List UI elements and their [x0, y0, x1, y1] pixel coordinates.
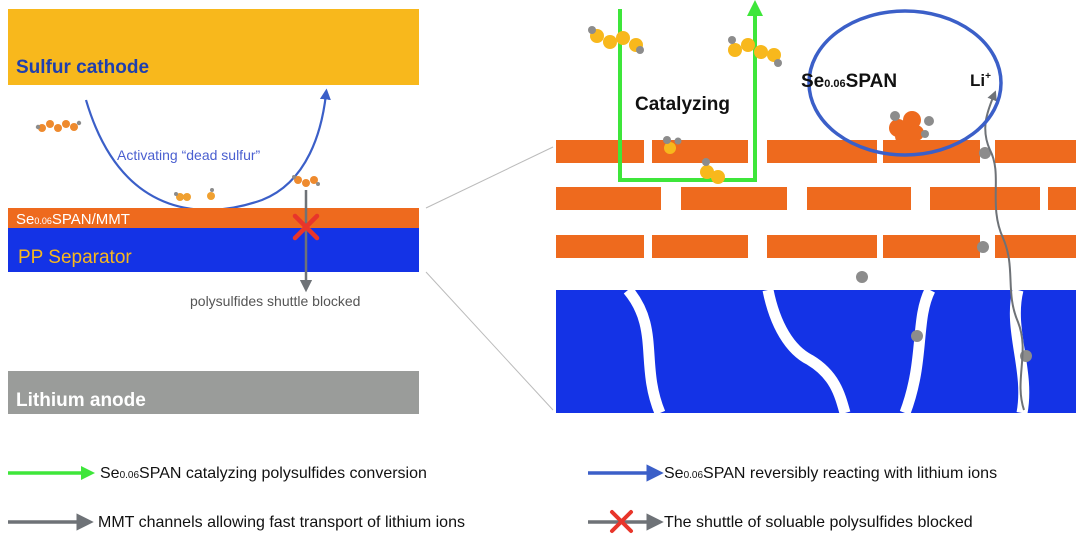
activating-label: Activating “dead sulfur” — [117, 147, 261, 163]
legend-gray: MMT channels allowing fast transport of … — [8, 513, 465, 531]
polysulfide-chain-right-a — [588, 26, 644, 54]
red-x-icon — [292, 213, 320, 241]
cathode-label: Sulfur cathode — [16, 57, 149, 78]
svg-text:Se0.06SPAN catalyzing polysulf: Se0.06SPAN catalyzing polysulfides conve… — [100, 465, 427, 482]
polysulfide-small-b — [207, 188, 215, 200]
li-transport-path — [984, 90, 1025, 411]
catalyzing-label: Catalyzing — [635, 94, 730, 115]
blue-reaction-cycle — [807, 9, 1003, 157]
se-span-cluster — [889, 111, 934, 146]
polysulfide-at-surface-a — [663, 136, 682, 154]
svg-text:The shuttle of soluable polysu: The shuttle of soluable polysulfides blo… — [664, 514, 973, 531]
span-label: Se0.06SPAN — [801, 71, 897, 92]
zoom-line-bottom — [425, 271, 554, 411]
separator-block-zoom — [556, 286, 1076, 416]
pp-separator-layer — [8, 228, 419, 272]
svg-text:Se0.06SPAN reversibly reacting: Se0.06SPAN reversibly reacting with lith… — [664, 465, 997, 482]
activating-curve — [84, 88, 331, 211]
li-label: Li+ — [970, 71, 991, 90]
polysulfide-small-a — [174, 192, 191, 201]
green-catalysis-path — [618, 0, 763, 182]
legend-red-x-icon — [610, 510, 633, 533]
coating-layer — [8, 208, 419, 228]
polysulfide-chain-blocked — [292, 175, 320, 187]
separator-label: PP Separator — [18, 247, 132, 268]
coating-label: Se0.06SPAN/MMT — [16, 211, 130, 228]
polysulfide-chain-left — [35, 120, 82, 132]
mmt-brick-layers — [556, 140, 1076, 258]
legend-green: Se0.06SPAN catalyzing polysulfides conve… — [8, 465, 427, 482]
sulfur-cathode-layer — [8, 9, 419, 85]
polysulfide-at-surface-b — [700, 158, 725, 184]
zoom-line-top — [425, 146, 554, 209]
lithium-anode-layer — [8, 371, 419, 414]
anode-label: Lithium anode — [16, 390, 146, 411]
polysulfide-chain-right-b — [728, 36, 782, 67]
legend-blocked: The shuttle of soluable polysulfides blo… — [588, 510, 973, 533]
legend-blue: Se0.06SPAN reversibly reacting with lith… — [588, 464, 997, 482]
svg-text:MMT channels allowing fast tra: MMT channels allowing fast transport of … — [98, 514, 465, 531]
blocked-label: polysulfides shuttle blocked — [190, 293, 360, 309]
